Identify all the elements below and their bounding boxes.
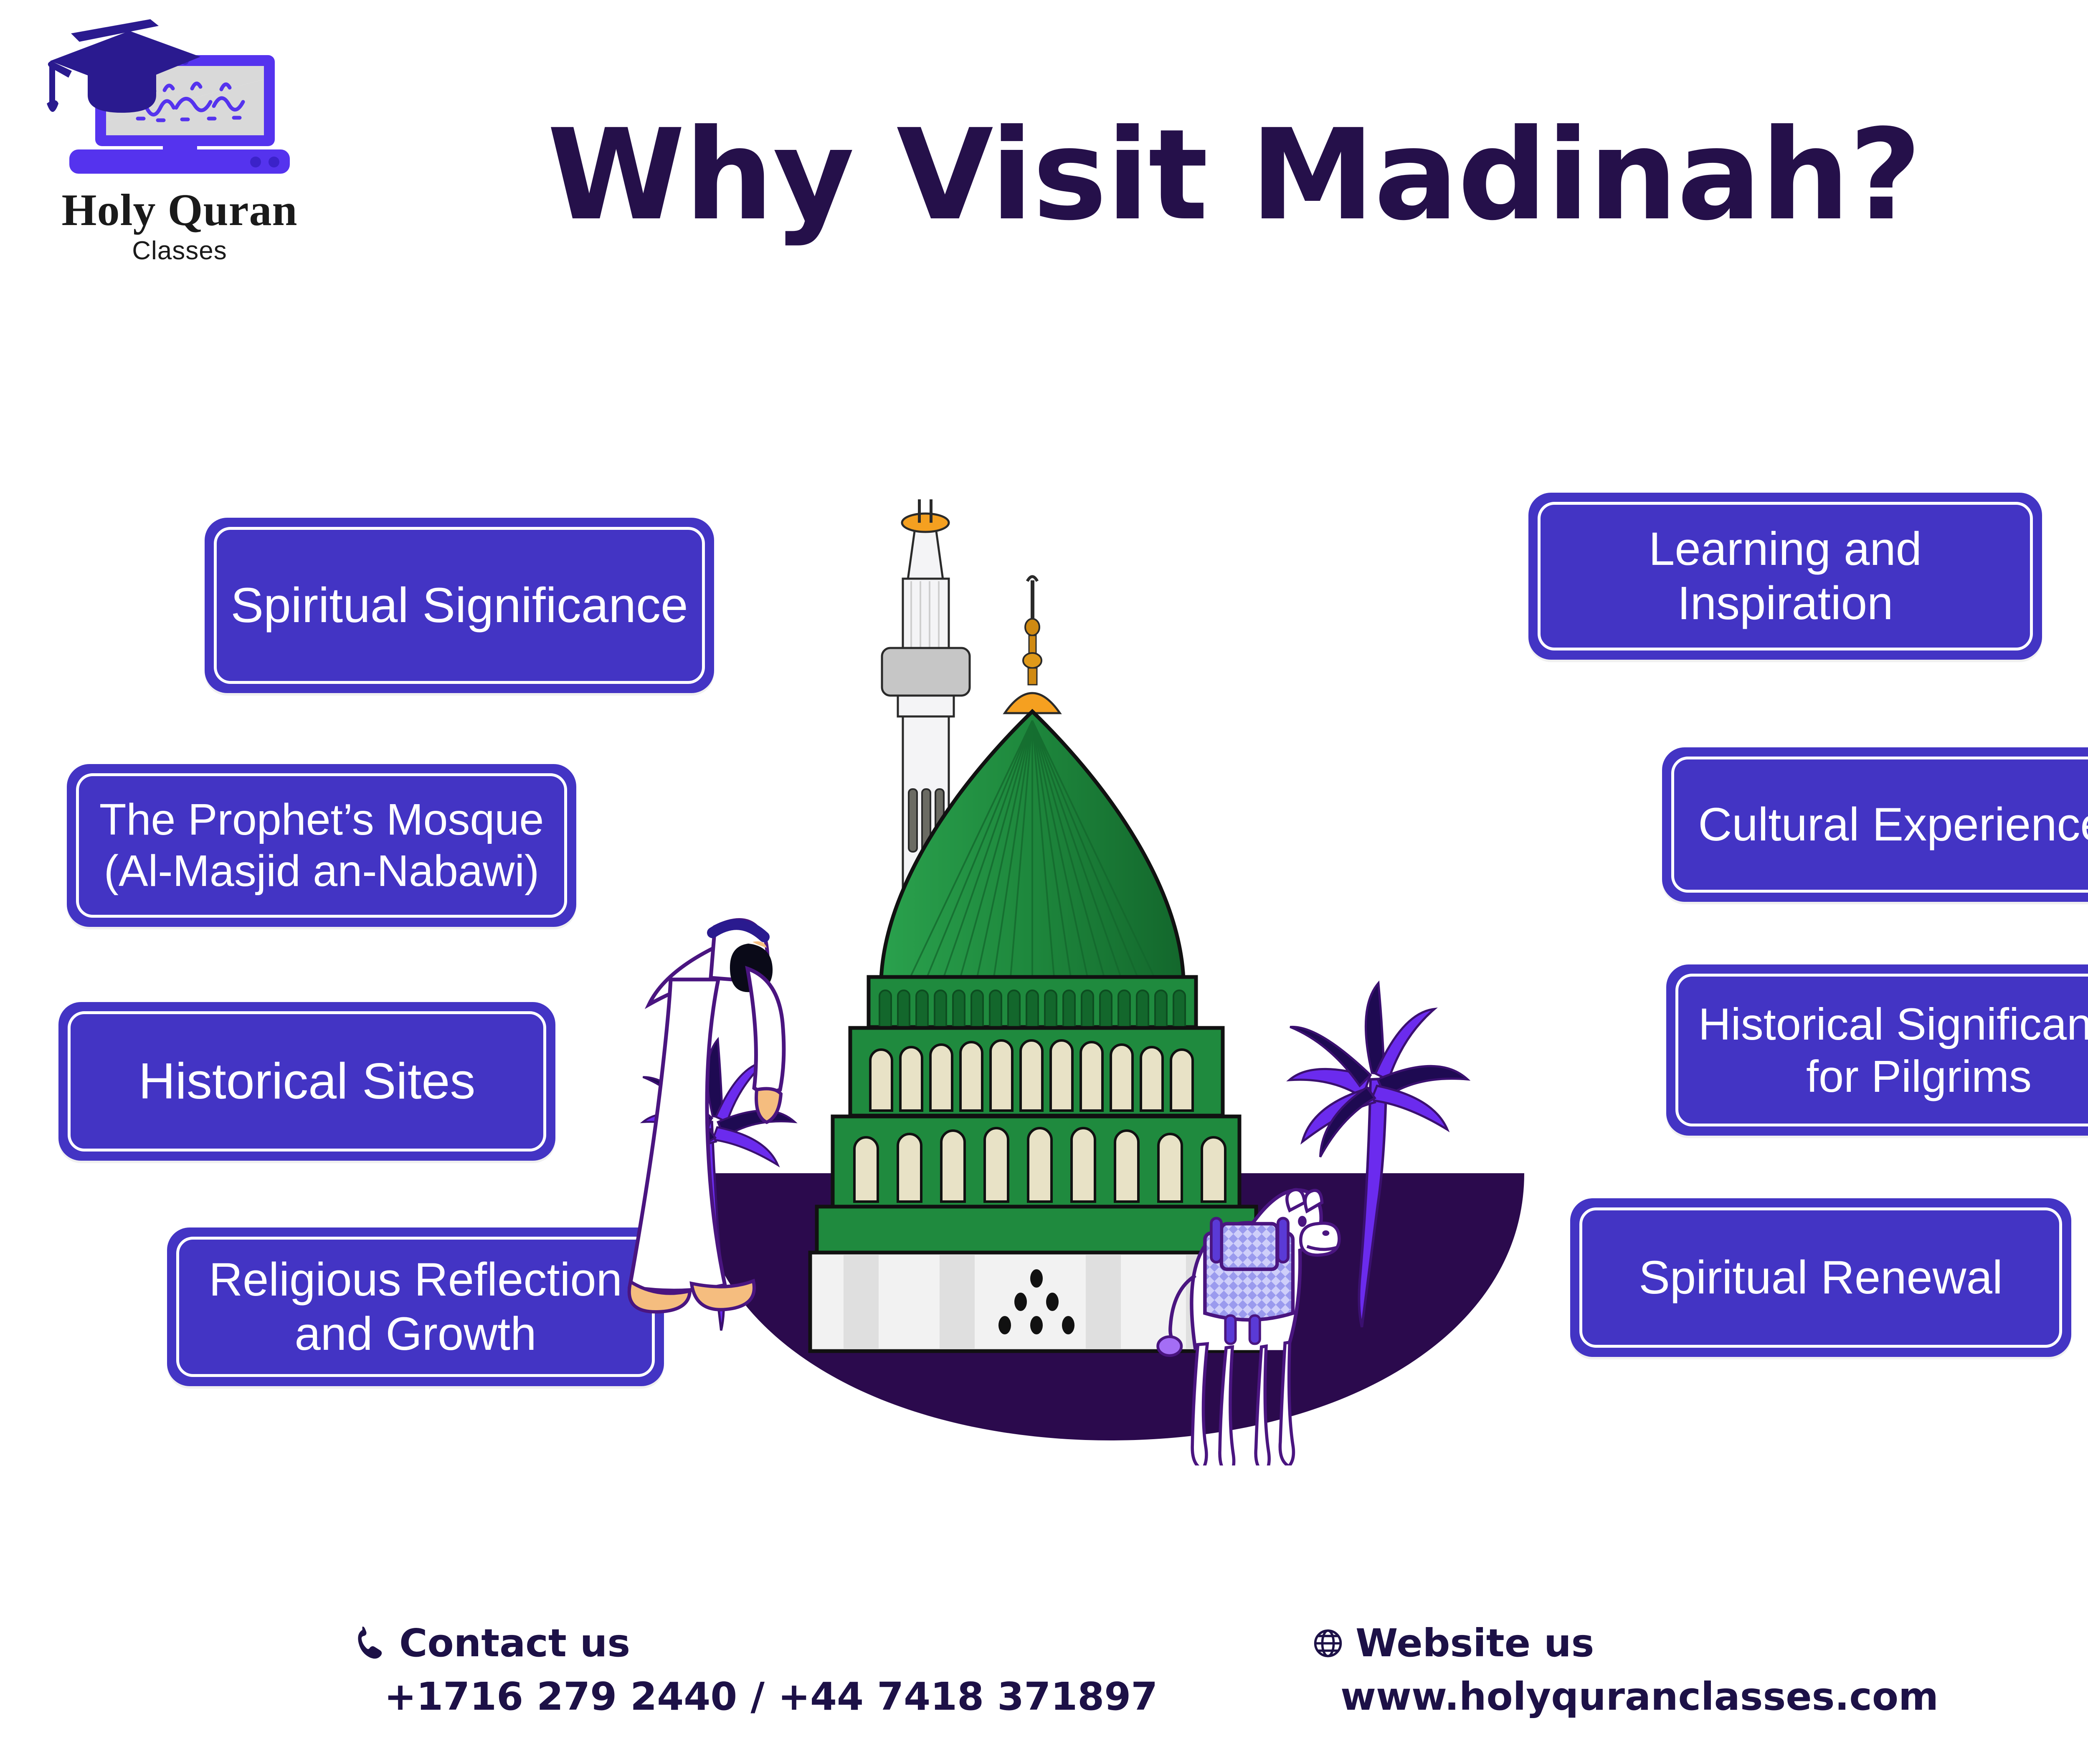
- card-cultural-experience[interactable]: Cultural Experience: [1662, 747, 2088, 902]
- footer-contact-heading: Contact us: [399, 1621, 631, 1665]
- card-inner-frame: Cultural Experience: [1671, 757, 2088, 893]
- al-masjid-an-nabawi-illustration: [593, 472, 1629, 1465]
- logo-brand-line1: Holy Quran: [61, 185, 298, 235]
- dome-finial: [1003, 575, 1062, 714]
- card-prophets-mosque[interactable]: The Prophet’s Mosque (Al-Masjid an-Nabaw…: [67, 764, 576, 927]
- card-label: Spiritual Significance: [231, 577, 688, 633]
- page-title: Why Visit Madinah?: [547, 102, 1922, 248]
- footer-website-block: Website us www.holyquranclasses.com: [1311, 1624, 1938, 1716]
- card-label: Historical Sites: [138, 1053, 476, 1110]
- card-inner-frame: The Prophet’s Mosque (Al-Masjid an-Nabaw…: [76, 773, 567, 918]
- graduation-laptop-icon: [25, 17, 334, 192]
- card-learning-and-inspiration[interactable]: Learning and Inspiration: [1528, 493, 2042, 660]
- card-spiritual-significance[interactable]: Spiritual Significance: [205, 518, 714, 693]
- card-label: The Prophet’s Mosque (Al-Masjid an-Nabaw…: [99, 795, 544, 896]
- card-inner-frame: Historical Significance for Pilgrims: [1675, 974, 2088, 1126]
- card-label: Religious Reflection and Growth: [209, 1253, 622, 1360]
- card-inner-frame: Spiritual Renewal: [1579, 1207, 2062, 1348]
- card-inner-frame: Spiritual Significance: [214, 527, 705, 684]
- standing-man-thobe: [627, 918, 786, 1314]
- mosque-arcade-band: [867, 975, 1198, 1029]
- brand-logo: Holy Quran Classes: [25, 17, 334, 276]
- card-inner-frame: Religious Reflection and Growth: [176, 1237, 655, 1377]
- card-label: Learning and Inspiration: [1649, 523, 1922, 629]
- footer-contact-heading-row: Contact us: [355, 1624, 1158, 1663]
- footer-website-heading: Website us: [1356, 1621, 1594, 1665]
- footer-contact-value[interactable]: +1716 279 2440 / +44 7418 371897: [384, 1674, 1158, 1719]
- card-label: Historical Significance for Pilgrims: [1698, 998, 2088, 1101]
- card-spiritual-renewal[interactable]: Spiritual Renewal: [1570, 1198, 2071, 1357]
- base-dots: [998, 1269, 1074, 1334]
- phone-icon: [355, 1627, 388, 1660]
- card-label: Spiritual Renewal: [1639, 1251, 2003, 1304]
- mosque-cornice: [815, 1205, 1258, 1255]
- mosque-window-tier-upper: [848, 1026, 1225, 1118]
- mosque-window-tier-lower: [831, 1114, 1242, 1209]
- card-historical-significance-for-pilgrims[interactable]: Historical Significance for Pilgrims: [1666, 964, 2088, 1136]
- card-religious-reflection[interactable]: Religious Reflection and Growth: [167, 1227, 664, 1386]
- footer-contact-block: Contact us +1716 279 2440 / +44 7418 371…: [355, 1624, 1158, 1716]
- card-inner-frame: Learning and Inspiration: [1538, 502, 2033, 650]
- logo-brand-line2: Classes: [132, 236, 227, 265]
- globe-icon: [1311, 1627, 1345, 1660]
- camel: [1156, 1188, 1341, 1465]
- card-historical-sites[interactable]: Historical Sites: [58, 1002, 555, 1161]
- card-inner-frame: Historical Sites: [68, 1011, 546, 1152]
- green-dome: [879, 709, 1186, 981]
- palm-tree-right: [1286, 980, 1471, 1328]
- footer-website-value[interactable]: www.holyquranclasses.com: [1340, 1674, 1938, 1719]
- card-label: Cultural Experience: [1698, 798, 2088, 851]
- footer-website-heading-row: Website us: [1311, 1624, 1938, 1663]
